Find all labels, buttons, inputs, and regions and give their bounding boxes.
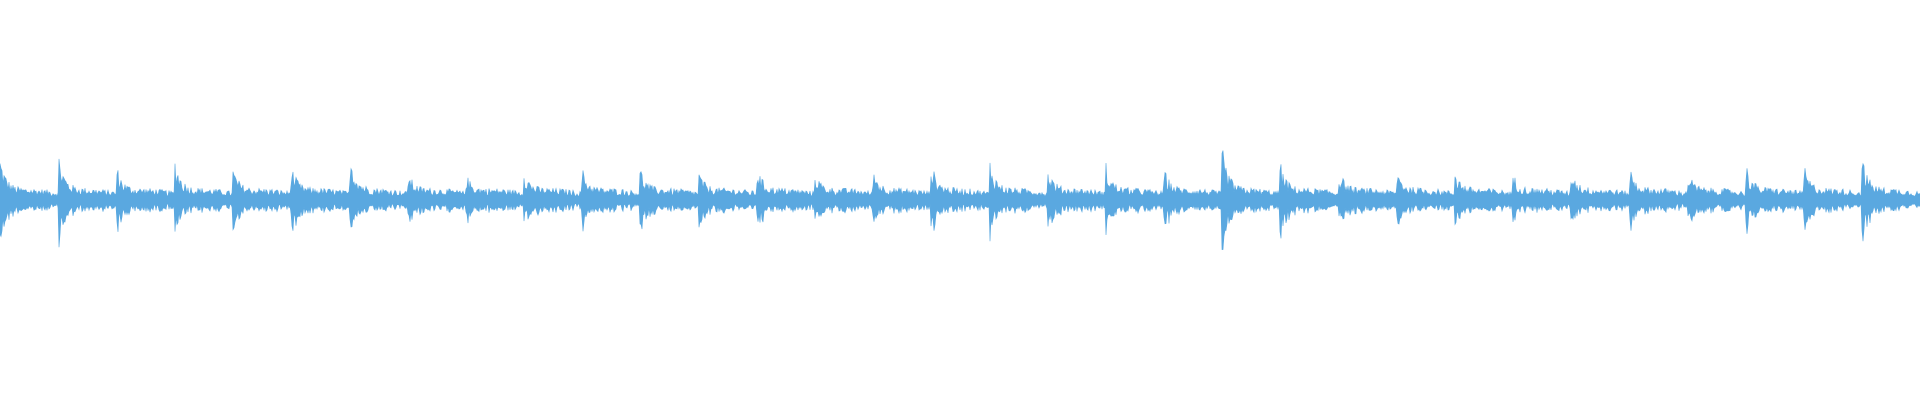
waveform-path bbox=[0, 150, 1920, 250]
